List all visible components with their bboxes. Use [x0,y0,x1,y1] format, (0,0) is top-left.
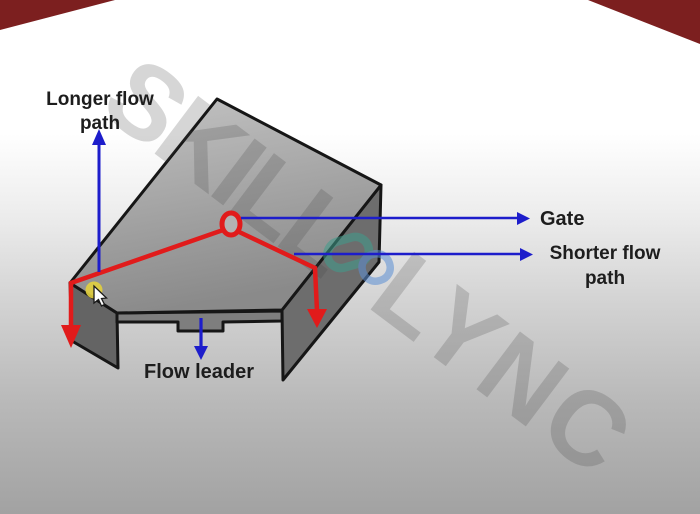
label-shorter-line2: path [584,268,626,289]
yellow-click-highlight [85,281,103,299]
red-arrowhead-left [61,325,81,348]
red-arrowhead-right [307,309,327,328]
label-longer-line2: path [79,113,121,134]
top-right-corner-ribbon [588,0,700,44]
part-front-edge-flow-leader-tab [115,309,284,333]
top-left-corner-ribbon [0,0,115,30]
part-left-wall [68,281,120,370]
flow-leader-arrowhead [194,346,208,360]
label-shorter-flow-path: Shorter flow path [521,241,689,291]
label-gate: Gate [540,208,585,230]
gate-arrowhead [517,212,530,225]
label-shorter-line1: Shorter flow [549,243,661,264]
watermark-word-skill: SKILL [83,35,376,297]
label-longer-line1: Longer flow [46,89,154,110]
mouse-cursor-icon [93,284,108,307]
label-flow-leader: Flow leader [143,361,255,383]
longer-flow-path-line [68,226,227,327]
label-longer-flow-path: Longer flow path [18,88,182,136]
